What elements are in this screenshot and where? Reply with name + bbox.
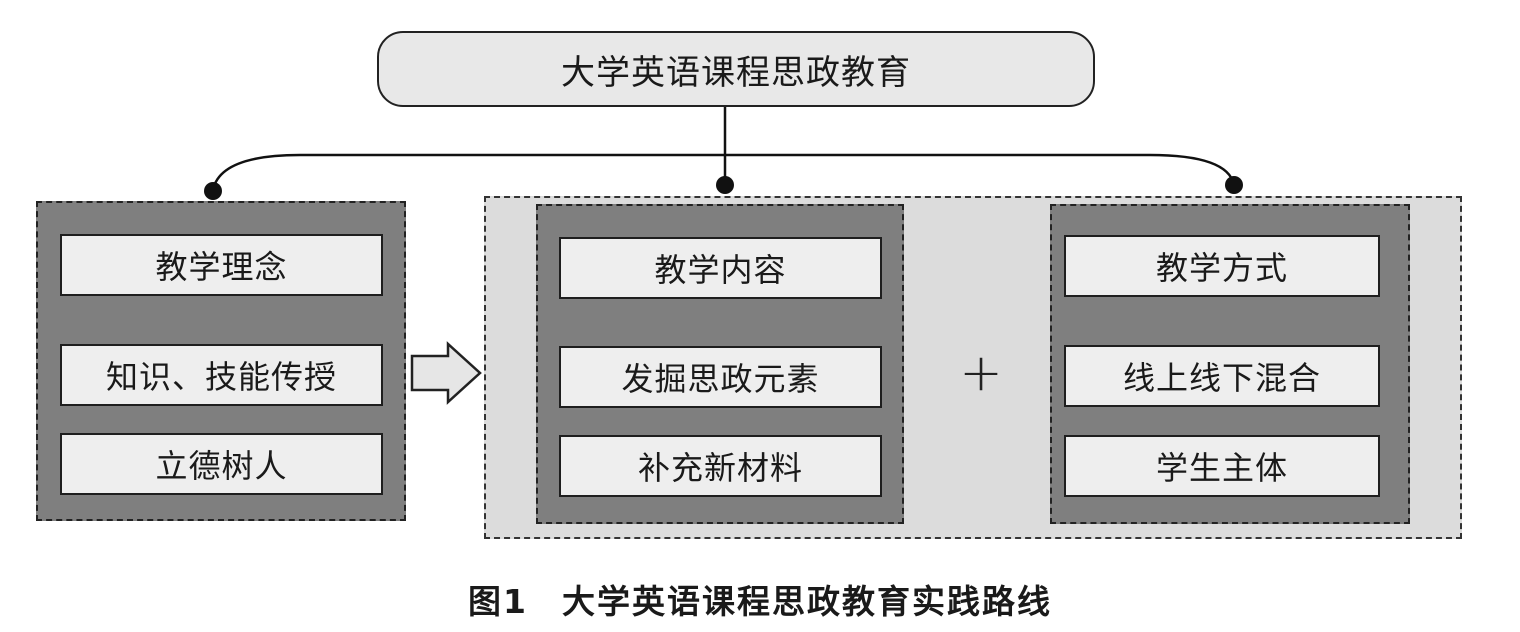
flow-arrow xyxy=(410,341,482,405)
right-branch-line xyxy=(725,153,1236,186)
center-junction-dot xyxy=(716,176,734,194)
figure-caption: 图1 大学英语课程思政教育实践路线 xyxy=(0,575,1520,623)
figure-title: 大学英语课程思政教育实践路线 xyxy=(561,582,1052,621)
method-item-2: 线上线下混合 xyxy=(1064,345,1380,407)
left-item-3: 立德树人 xyxy=(60,433,383,495)
right-junction-dot xyxy=(1225,176,1243,194)
content-item-1: 教学内容 xyxy=(559,237,882,299)
left-junction-dot xyxy=(204,182,222,200)
left-branch-line xyxy=(211,153,725,191)
content-item-2: 发掘思政元素 xyxy=(559,346,882,408)
root-node: 大学英语课程思政教育 xyxy=(377,31,1095,107)
figure-number: 图1 xyxy=(468,582,528,621)
method-item-3: 学生主体 xyxy=(1064,435,1380,497)
method-item-1: 教学方式 xyxy=(1064,235,1380,297)
plus-symbol: + xyxy=(959,343,1003,403)
left-item-2: 知识、技能传授 xyxy=(60,344,383,406)
left-item-1: 教学理念 xyxy=(60,234,383,296)
content-item-3: 补充新材料 xyxy=(559,435,882,497)
root-label: 大学英语课程思政教育 xyxy=(561,52,911,93)
